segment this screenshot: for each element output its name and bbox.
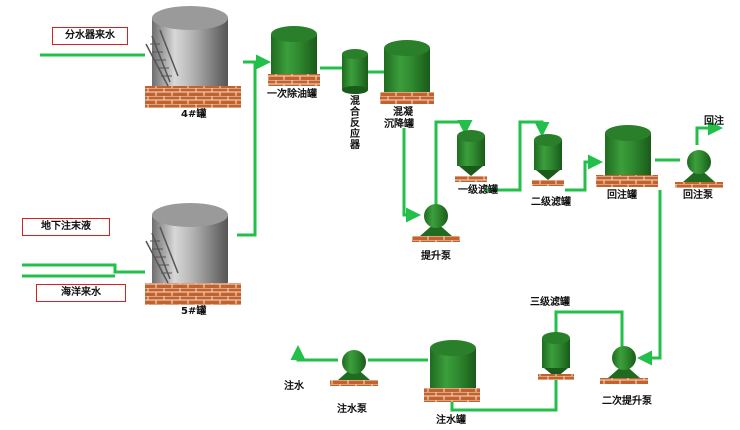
- tank-4: [145, 6, 241, 108]
- filter-1: [455, 130, 487, 182]
- pump-erci-label: 二次提升泵: [602, 396, 652, 407]
- pump-zhushui: [330, 350, 378, 386]
- filter-3: [538, 332, 574, 380]
- filter-2: [532, 134, 564, 186]
- tank-huizhu-label: 回注罐: [607, 190, 637, 201]
- outlet-zhushui-label: 注水: [284, 381, 304, 392]
- reactor-hunhe: [342, 49, 368, 94]
- tank-chenjiang-label-top: 混凝: [393, 107, 413, 118]
- tank-chucao-label: 一次除油罐: [267, 89, 317, 100]
- pipe-tisheng-f1: [434, 120, 473, 205]
- pipe-huizhu-out: [695, 120, 723, 145]
- pump-huizhu: [675, 150, 723, 188]
- pipe-4tank-to-main: [237, 60, 257, 237]
- pump-tisheng: [412, 204, 460, 242]
- source-fenshui-box: 分水器来水: [52, 27, 128, 45]
- tank-zhushui-label: 注水罐: [436, 415, 466, 426]
- tank-5-label: 5#罐: [181, 306, 207, 317]
- tank-huizhu: [596, 125, 658, 187]
- tank-chenjiang-label-bottom: 沉降罐: [384, 119, 414, 130]
- filter-3-label: 三级滤罐: [530, 297, 570, 308]
- source-haiyang-box: 海洋来水: [36, 284, 126, 302]
- tank-5: [145, 203, 241, 305]
- pipe-f1-f2: [485, 120, 550, 192]
- pipe-erci-f3: [554, 310, 624, 350]
- pipe-to-erci: [637, 190, 662, 366]
- filter-2-label: 二级滤罐: [531, 197, 571, 208]
- pump-tisheng-label: 提升泵: [421, 251, 451, 262]
- source-dixia-box: 地下注末液: [22, 218, 110, 236]
- tank-4-label: 4#罐: [181, 109, 207, 120]
- tank-chucao: [268, 26, 320, 86]
- pipe-zhushui-out: [290, 345, 338, 362]
- outlet-huizhu-label: 回注: [704, 116, 724, 127]
- pump-huizhu-label: 回注泵: [683, 190, 713, 201]
- reactor-hunhe-label: 混合反应器: [350, 96, 360, 151]
- filter-1-label: 一级滤罐: [458, 185, 498, 196]
- pipe-dixia-in: [22, 263, 145, 274]
- pump-zhushui-label: 注水泵: [337, 404, 367, 415]
- tank-chenjiang: [380, 40, 434, 104]
- pump-erci: [600, 346, 648, 384]
- pipes: [22, 53, 723, 412]
- pipe-chenjiang-down: [402, 128, 421, 223]
- pipe-f2-huizhu: [565, 154, 603, 192]
- tank-zhushui: [424, 340, 480, 402]
